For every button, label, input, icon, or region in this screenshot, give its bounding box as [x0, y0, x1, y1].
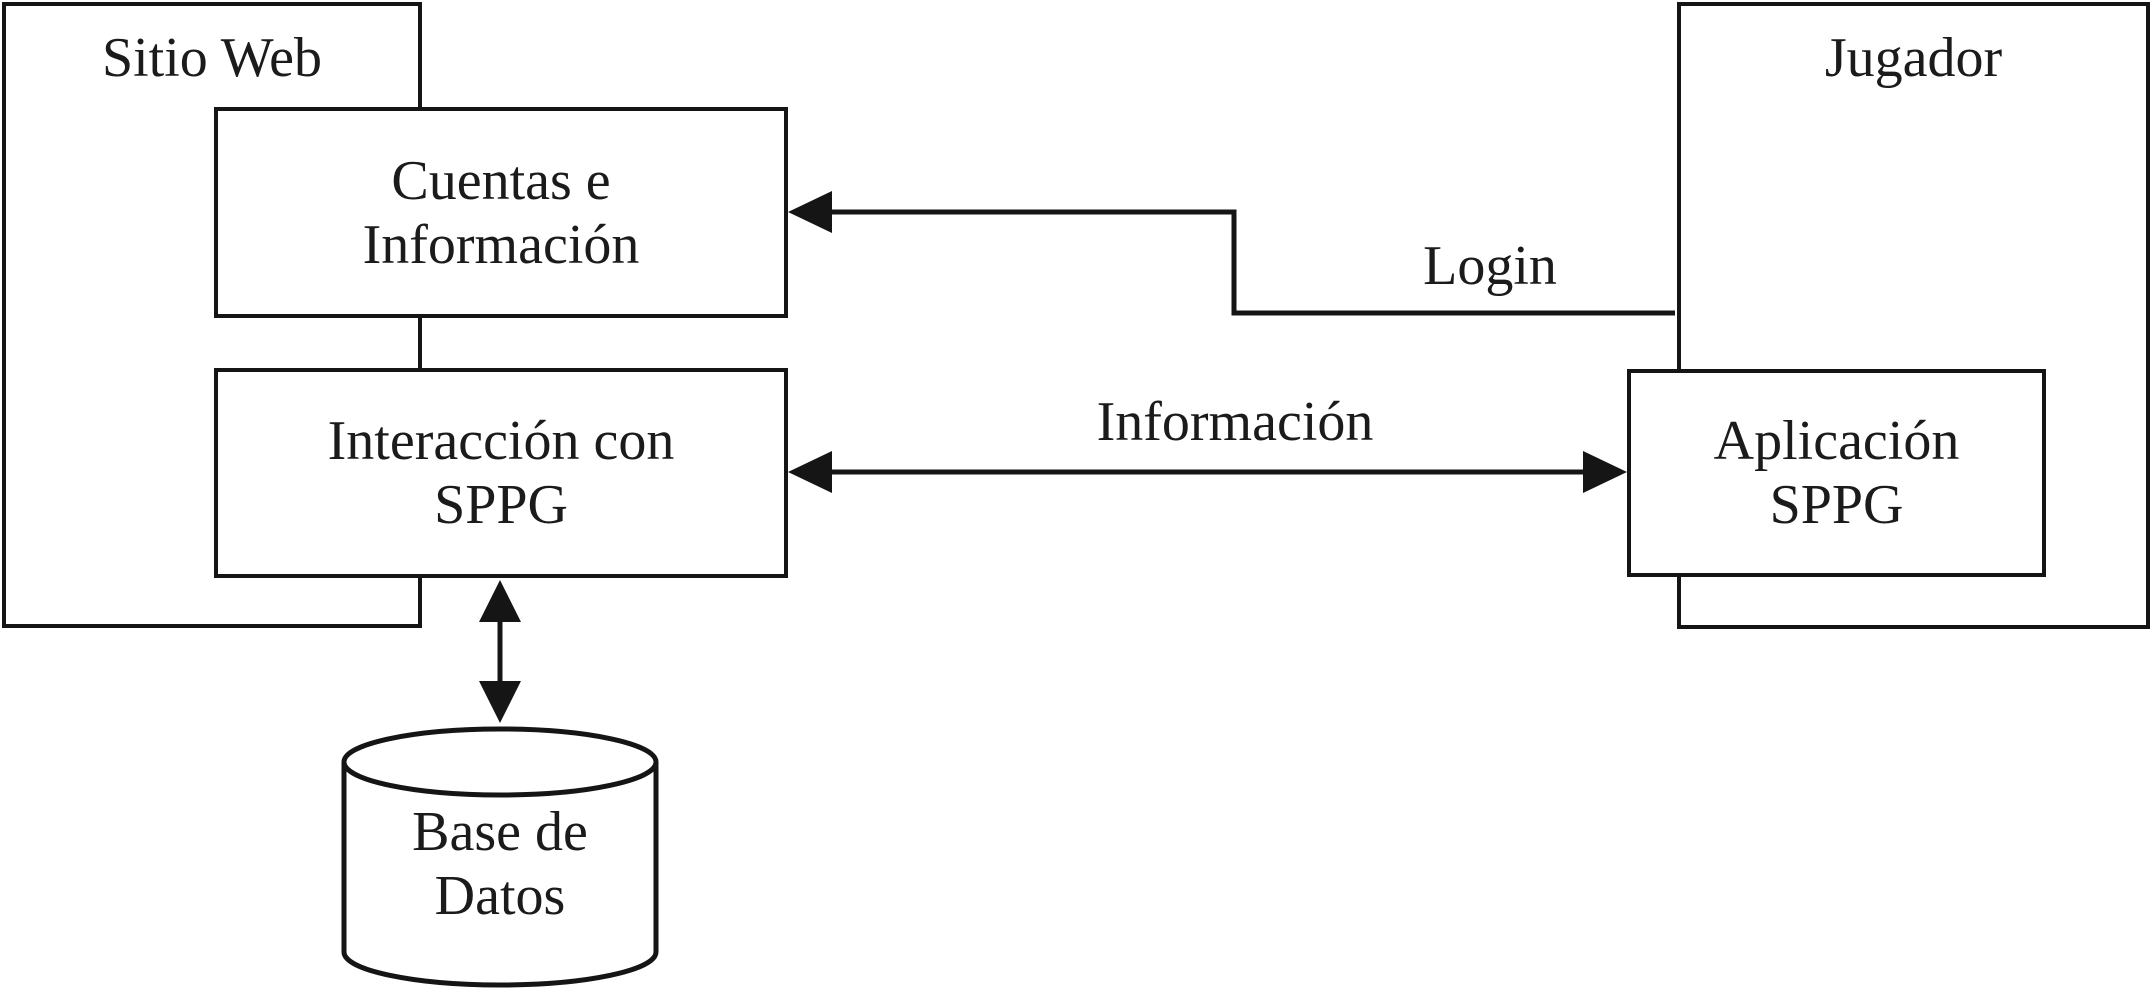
- base-de-datos-label: Base de Datos: [344, 800, 656, 928]
- sitio-web-label: Sitio Web: [101, 27, 323, 89]
- database-cylinder-body: [341, 762, 659, 988]
- informacion-arrowhead-left-icon: [788, 451, 832, 493]
- informacion-edge-label: Información: [1096, 391, 1374, 453]
- database-arrowhead-up-icon: [479, 580, 521, 622]
- base-de-datos-line1: Base de: [412, 801, 588, 863]
- database-arrowhead-down-icon: [479, 681, 521, 723]
- aplicacion-sppg-box: Aplicación SPPG: [1627, 369, 2046, 577]
- aplicacion-sppg-line2: SPPG: [1769, 474, 1904, 536]
- base-de-datos-line2: Datos: [434, 865, 566, 927]
- informacion-arrowhead-right-icon: [1583, 451, 1627, 493]
- interaccion-sppg-box: Interacción con SPPG: [214, 368, 788, 578]
- cuentas-informacion-box: Cuentas e Información: [214, 107, 788, 318]
- login-edge-label: Login: [1423, 235, 1557, 297]
- database-cylinder-top: [341, 726, 659, 798]
- cuentas-informacion-line1: Cuentas e: [391, 149, 611, 212]
- aplicacion-sppg-line1: Aplicación: [1713, 410, 1960, 472]
- login-arrowhead-left-icon: [788, 191, 832, 233]
- login-arrow-line: [826, 209, 1675, 316]
- jugador-label: Jugador: [1824, 27, 2003, 89]
- cuentas-informacion-line2: Información: [362, 213, 640, 276]
- interaccion-sppg-line1: Interacción con: [327, 410, 675, 472]
- interaccion-sppg-line2: SPPG: [434, 474, 568, 536]
